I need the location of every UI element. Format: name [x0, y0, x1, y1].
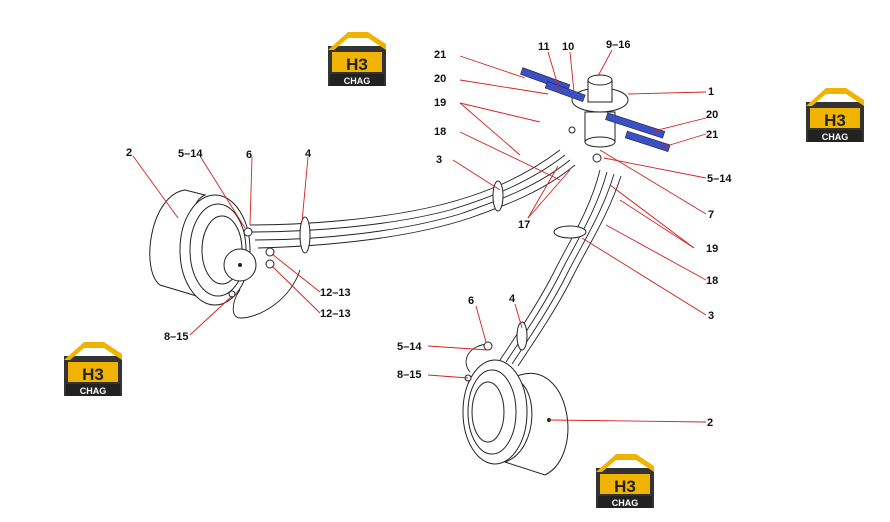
callout-6: 6	[468, 295, 474, 307]
callout-labels: 21 11 10 9–16 1 20 19 18 3 17 20 21 5–14…	[126, 39, 732, 429]
callout-17: 17	[518, 219, 530, 231]
brand-logo: H3 CHAG	[806, 88, 864, 142]
brand-logo: H3 CHAG	[328, 32, 386, 86]
center-swivel-joint	[520, 67, 671, 163]
svg-text:H3: H3	[824, 111, 846, 130]
callout-20: 20	[706, 109, 718, 121]
callout-12-13: 12–13	[320, 308, 351, 320]
right-hose-bundle	[465, 169, 622, 373]
brand-logo: H3 CHAG	[64, 342, 122, 396]
callout-9-16: 9–16	[606, 39, 630, 51]
svg-text:H3: H3	[82, 365, 104, 384]
svg-text:H3: H3	[346, 55, 368, 74]
callout-8-15: 8–15	[164, 331, 188, 343]
leader-lines	[132, 49, 707, 423]
callout-2: 2	[126, 147, 132, 159]
callout-8-15: 8–15	[397, 369, 421, 381]
callout-5-14: 5–14	[707, 173, 732, 185]
callout-18: 18	[706, 275, 718, 287]
callout-12-13: 12–13	[320, 287, 351, 299]
callout-4: 4	[509, 293, 516, 305]
callout-2: 2	[707, 417, 713, 429]
callout-20: 20	[434, 73, 446, 85]
brand-logo: H3 CHAG	[596, 454, 654, 508]
callout-19: 19	[706, 243, 718, 255]
callout-7: 7	[708, 209, 714, 221]
svg-text:CHAG: CHAG	[822, 132, 849, 142]
svg-text:H3: H3	[614, 477, 636, 496]
callout-3: 3	[708, 310, 714, 322]
callout-1: 1	[708, 86, 714, 98]
left-hose-bundle	[232, 149, 576, 319]
svg-text:CHAG: CHAG	[80, 386, 107, 396]
left-travel-motor	[149, 189, 257, 306]
callout-21: 21	[434, 49, 446, 61]
svg-text:CHAG: CHAG	[612, 498, 639, 508]
callout-4: 4	[305, 148, 312, 160]
callout-11: 11	[538, 41, 550, 53]
callout-10: 10	[562, 41, 574, 53]
callout-3: 3	[436, 154, 442, 166]
right-travel-motor	[462, 359, 569, 476]
callout-5-14: 5–14	[178, 148, 203, 160]
callout-21: 21	[706, 129, 718, 141]
callout-19: 19	[434, 97, 446, 109]
callout-18: 18	[434, 126, 446, 138]
svg-text:CHAG: CHAG	[344, 76, 371, 86]
callout-5-14: 5–14	[397, 341, 422, 353]
callout-6: 6	[246, 149, 252, 161]
